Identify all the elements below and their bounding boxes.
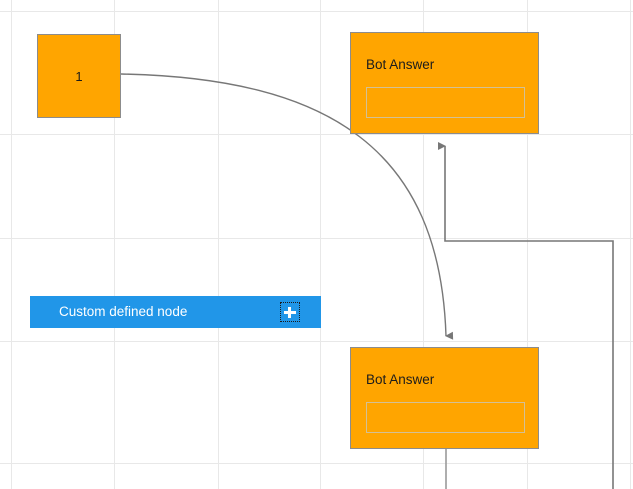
custom-defined-node-bar[interactable]: Custom defined node	[30, 296, 321, 328]
bot-answer-input-field[interactable]	[366, 87, 525, 118]
bot-answer-input-field[interactable]	[366, 402, 525, 433]
plus-icon-vertical-bar	[288, 307, 291, 318]
start-node-label: 1	[75, 68, 83, 84]
plus-icon[interactable]	[280, 302, 300, 322]
grid-line-horizontal	[0, 238, 633, 239]
grid-line-vertical	[114, 0, 115, 489]
start-node[interactable]: 1	[37, 34, 121, 118]
grid-line-horizontal	[0, 11, 633, 12]
bot-answer-title: Bot Answer	[366, 57, 435, 72]
grid-line-horizontal	[0, 134, 633, 135]
grid-line-vertical	[218, 0, 219, 489]
bot-answer-node-bottom[interactable]: Bot Answer	[350, 347, 539, 449]
bot-answer-node-top[interactable]: Bot Answer	[350, 32, 539, 134]
custom-defined-node-label: Custom defined node	[59, 304, 188, 320]
grid-line-vertical	[320, 0, 321, 489]
grid-line-horizontal	[0, 341, 633, 342]
grid-line-horizontal	[0, 463, 633, 464]
grid-line-vertical	[630, 0, 631, 489]
grid-line-vertical	[11, 0, 12, 489]
bot-answer-title: Bot Answer	[366, 372, 435, 387]
